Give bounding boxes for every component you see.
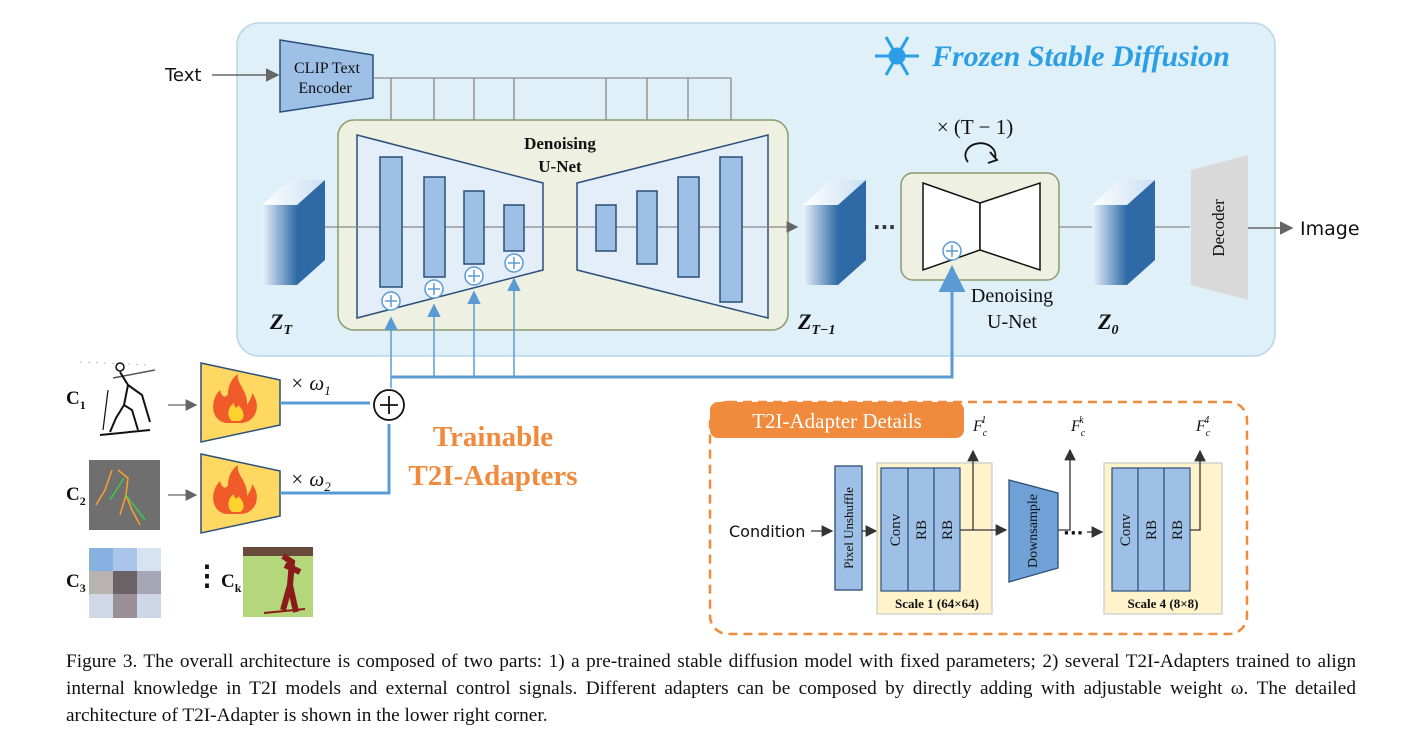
decoder-block: Decoder: [1191, 155, 1248, 300]
condition-image-k: [243, 547, 313, 617]
vertical-ellipsis: ⋮: [193, 561, 221, 592]
latent-zt: [262, 180, 325, 285]
svg-text:RB: RB: [1170, 520, 1186, 540]
trainable-label-line2: T2I-Adapters: [408, 460, 577, 492]
f4-label: Fc4: [1195, 415, 1211, 439]
trainable-label-line1: Trainable: [433, 421, 553, 453]
text-input-label: Text: [164, 65, 201, 86]
svg-text:RB: RB: [1144, 520, 1160, 540]
unet2-label-line1: Denoising: [971, 285, 1053, 307]
svg-text:CLIP Text: CLIP Text: [294, 60, 361, 77]
image-output-label: Image: [1300, 218, 1360, 240]
svg-text:RB: RB: [914, 520, 930, 540]
clip-text-encoder: CLIP Text Encoder: [279, 39, 374, 113]
frozen-sd-title: Frozen Stable Diffusion: [931, 40, 1230, 73]
f1-label: Fc1: [972, 415, 988, 439]
ellipsis: ···: [873, 215, 896, 239]
sum-node: [373, 389, 405, 421]
scale-4-label: Scale 4 (8×8): [1128, 596, 1199, 611]
svg-text:Conv: Conv: [1118, 513, 1134, 546]
snowflake-icon: [875, 36, 919, 76]
c2-label: C2: [66, 484, 86, 508]
fk-label: Fck: [1070, 415, 1086, 439]
adapter-details-title: T2I-Adapter Details: [752, 409, 922, 433]
weight-1-label: × ω1: [290, 371, 331, 398]
details-ellipsis: ···: [1063, 523, 1084, 544]
svg-text:Downsample: Downsample: [1026, 494, 1041, 568]
downsample-block: [1008, 479, 1059, 583]
fire-icon: [213, 465, 257, 514]
zt1-label: ZT−1: [797, 309, 836, 338]
svg-text:Pixel Unshuffle: Pixel Unshuffle: [841, 487, 856, 569]
adapter-details-panel: [708, 400, 1249, 636]
c1-label: C1: [66, 388, 86, 412]
condition-image-1: [79, 361, 156, 436]
repeat-loop-icon: [964, 142, 999, 164]
repeat-label: × (T − 1): [937, 115, 1013, 139]
unet-label-line2: U-Net: [538, 157, 582, 176]
architecture-diagram: Frozen Stable Diffusion Text CLIP Text E…: [66, 22, 1360, 636]
svg-text:Decoder: Decoder: [1209, 199, 1228, 257]
svg-text:Encoder: Encoder: [298, 80, 352, 97]
fire-icon: [213, 374, 257, 423]
pixel-unshuffle-block: [834, 465, 863, 591]
condition-image-2: [89, 460, 160, 530]
figure-caption: Figure 3. The overall architecture is co…: [66, 651, 1356, 726]
c3-label: C3: [66, 571, 86, 595]
weight-2-label: × ω2: [290, 467, 331, 494]
unet2-label-line2: U-Net: [987, 311, 1037, 333]
latent-z0: [1092, 180, 1155, 285]
latent-zt-minus-1: [803, 180, 866, 285]
z0-label: Z0: [1097, 309, 1118, 338]
unet-label-line1: Denoising: [524, 134, 596, 153]
decoder-blocks: [595, 156, 743, 303]
adapter-2: [200, 453, 281, 534]
zt-label: ZT: [269, 309, 293, 338]
adapter-1: [200, 362, 281, 443]
svg-text:Conv: Conv: [888, 513, 904, 546]
scale-1-label: Scale 1 (64×64): [895, 596, 979, 611]
encoder-blocks: [379, 156, 525, 288]
condition-label: Condition: [729, 522, 805, 541]
condition-image-3: [89, 548, 161, 618]
ck-label: Ck: [221, 571, 242, 595]
svg-text:RB: RB: [940, 520, 956, 540]
